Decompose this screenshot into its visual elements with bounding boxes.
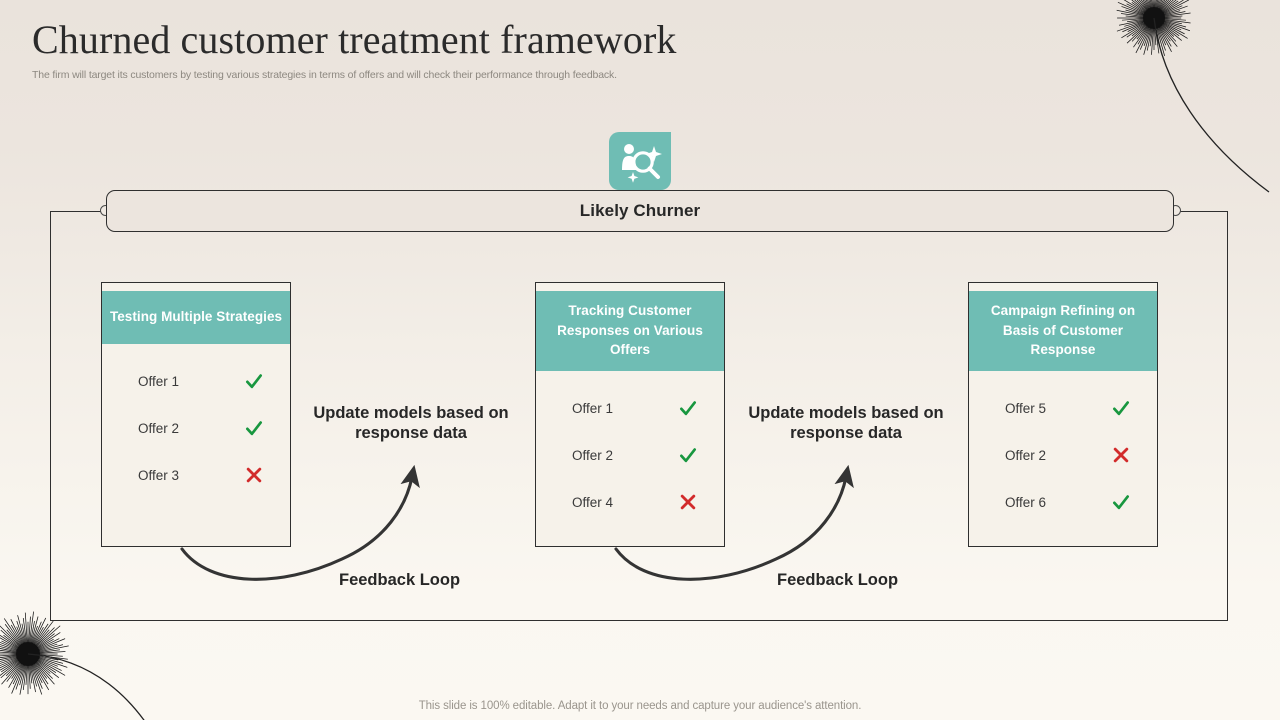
offer-label: Offer 6 bbox=[1005, 494, 1047, 510]
offer-label: Offer 2 bbox=[1005, 447, 1047, 463]
strategy-card-offers: Offer 1 Offer 2 Offer 3 bbox=[102, 344, 290, 509]
check-icon bbox=[1113, 401, 1129, 416]
offer-label: Offer 1 bbox=[138, 373, 180, 389]
offer-row[interactable]: Offer 2 bbox=[550, 432, 710, 479]
outer-frame bbox=[50, 211, 1228, 621]
frame-top-right-segment bbox=[1176, 211, 1228, 212]
likely-churner-banner[interactable]: Likely Churner bbox=[106, 190, 1174, 232]
offer-row[interactable]: Offer 3 bbox=[116, 452, 276, 499]
check-icon bbox=[246, 421, 262, 436]
strategy-card[interactable]: Campaign Refining on Basis of Customer R… bbox=[968, 282, 1158, 547]
offer-row[interactable]: Offer 5 bbox=[983, 385, 1143, 432]
offer-label: Offer 3 bbox=[138, 467, 180, 483]
update-models-text: Update models based on response data bbox=[748, 404, 944, 443]
strategy-card-offers: Offer 1 Offer 2 Offer 4 bbox=[536, 371, 724, 536]
strategy-card-title: Testing Multiple Strategies bbox=[102, 291, 290, 344]
cross-icon bbox=[246, 467, 262, 483]
frame-top-left-segment bbox=[50, 211, 102, 212]
header: Churned customer treatment framework The… bbox=[32, 18, 1232, 81]
offer-row[interactable]: Offer 4 bbox=[550, 479, 710, 526]
offer-label: Offer 2 bbox=[138, 420, 180, 436]
customer-search-icon bbox=[609, 132, 671, 190]
page-subtitle: The firm will target its customers by te… bbox=[32, 69, 617, 82]
offer-label: Offer 4 bbox=[572, 494, 614, 510]
page-title: Churned customer treatment framework bbox=[32, 17, 677, 62]
likely-churner-label: Likely Churner bbox=[579, 201, 701, 220]
feedback-loop-arrow bbox=[614, 464, 854, 581]
cross-icon bbox=[680, 494, 696, 510]
feedback-loop-label: Feedback Loop bbox=[777, 571, 899, 589]
check-icon bbox=[680, 448, 696, 463]
feedback-loop-label: Feedback Loop bbox=[339, 571, 461, 589]
check-icon bbox=[680, 401, 696, 416]
offer-row[interactable]: Offer 2 bbox=[116, 405, 276, 452]
offer-row[interactable]: Offer 1 bbox=[550, 385, 710, 432]
strategy-card[interactable]: Tracking Customer Responses on Various O… bbox=[535, 282, 725, 547]
feedback-loop-arrow bbox=[180, 464, 420, 581]
offer-row[interactable]: Offer 2 bbox=[983, 432, 1143, 479]
update-models-text: Update models based on response data bbox=[313, 404, 509, 443]
check-icon bbox=[1113, 495, 1129, 510]
offer-label: Offer 5 bbox=[1005, 400, 1047, 416]
strategy-card-title: Tracking Customer Responses on Various O… bbox=[536, 291, 724, 371]
strategy-card-offers: Offer 5 Offer 2 Offer 6 bbox=[969, 371, 1157, 536]
offer-row[interactable]: Offer 6 bbox=[983, 479, 1143, 526]
strategy-card[interactable]: Testing Multiple Strategies Offer 1 Offe… bbox=[101, 282, 291, 547]
footer-note: This slide is 100% editable. Adapt it to… bbox=[418, 700, 862, 712]
offer-label: Offer 1 bbox=[572, 400, 614, 416]
offer-row[interactable]: Offer 1 bbox=[116, 358, 276, 405]
cross-icon bbox=[1113, 447, 1129, 463]
strategy-card-title: Campaign Refining on Basis of Customer R… bbox=[969, 291, 1157, 371]
offer-label: Offer 2 bbox=[572, 447, 614, 463]
check-icon bbox=[246, 374, 262, 389]
